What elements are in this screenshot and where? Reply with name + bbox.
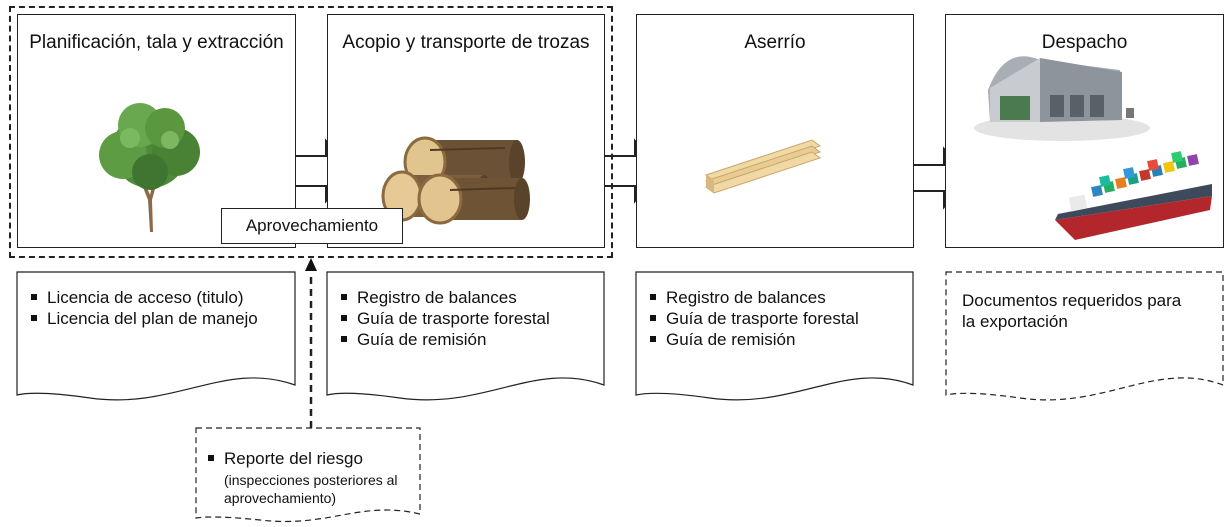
document-text-2: Registro de balances Guía de trasporte f… [337,287,602,350]
stage-title-3: Aserrío [744,32,806,53]
document-shape-4 [945,271,1224,401]
document-shape-3 [635,271,914,401]
document-item: Registro de balances [646,287,911,308]
document-shape-risk [195,427,421,523]
document-item: Registro de balances [337,287,602,308]
aprovechamiento-label: Aprovechamiento [221,208,403,244]
document-text-4: Documentos requeridos para la exportació… [962,291,1182,331]
document-shape-2 [326,271,605,401]
risk-report-item: Reporte del riesgo [204,448,418,469]
document-item: Guía de trasporte forestal [337,308,602,329]
stage-box-4: Despacho [945,14,1224,248]
document-shape-1 [16,271,296,401]
stage-title-1: Planificación, tala y extracción [29,32,284,53]
document-item: Guía de remisión [646,329,911,350]
document-text-1: Licencia de acceso (titulo) Licencia del… [27,287,277,329]
stage-box-3: Aserrío [636,14,914,248]
risk-report-text: Reporte del riesgo (inspecciones posteri… [204,448,418,507]
document-item: Licencia de acceso (titulo) [27,287,277,308]
risk-connector-arrowhead [305,258,317,271]
document-item: Licencia del plan de manejo [27,308,277,329]
document-item: Guía de trasporte forestal [646,308,911,329]
risk-report-note: (inspecciones posteriores al aprovechami… [224,472,398,506]
stage-title-2: Acopio y transporte de trozas [342,32,590,53]
document-item: Guía de remisión [337,329,602,350]
aprovechamiento-group-outline [9,6,613,258]
document-text-3: Registro de balances Guía de trasporte f… [646,287,911,350]
stage-title-4: Despacho [1041,32,1128,53]
